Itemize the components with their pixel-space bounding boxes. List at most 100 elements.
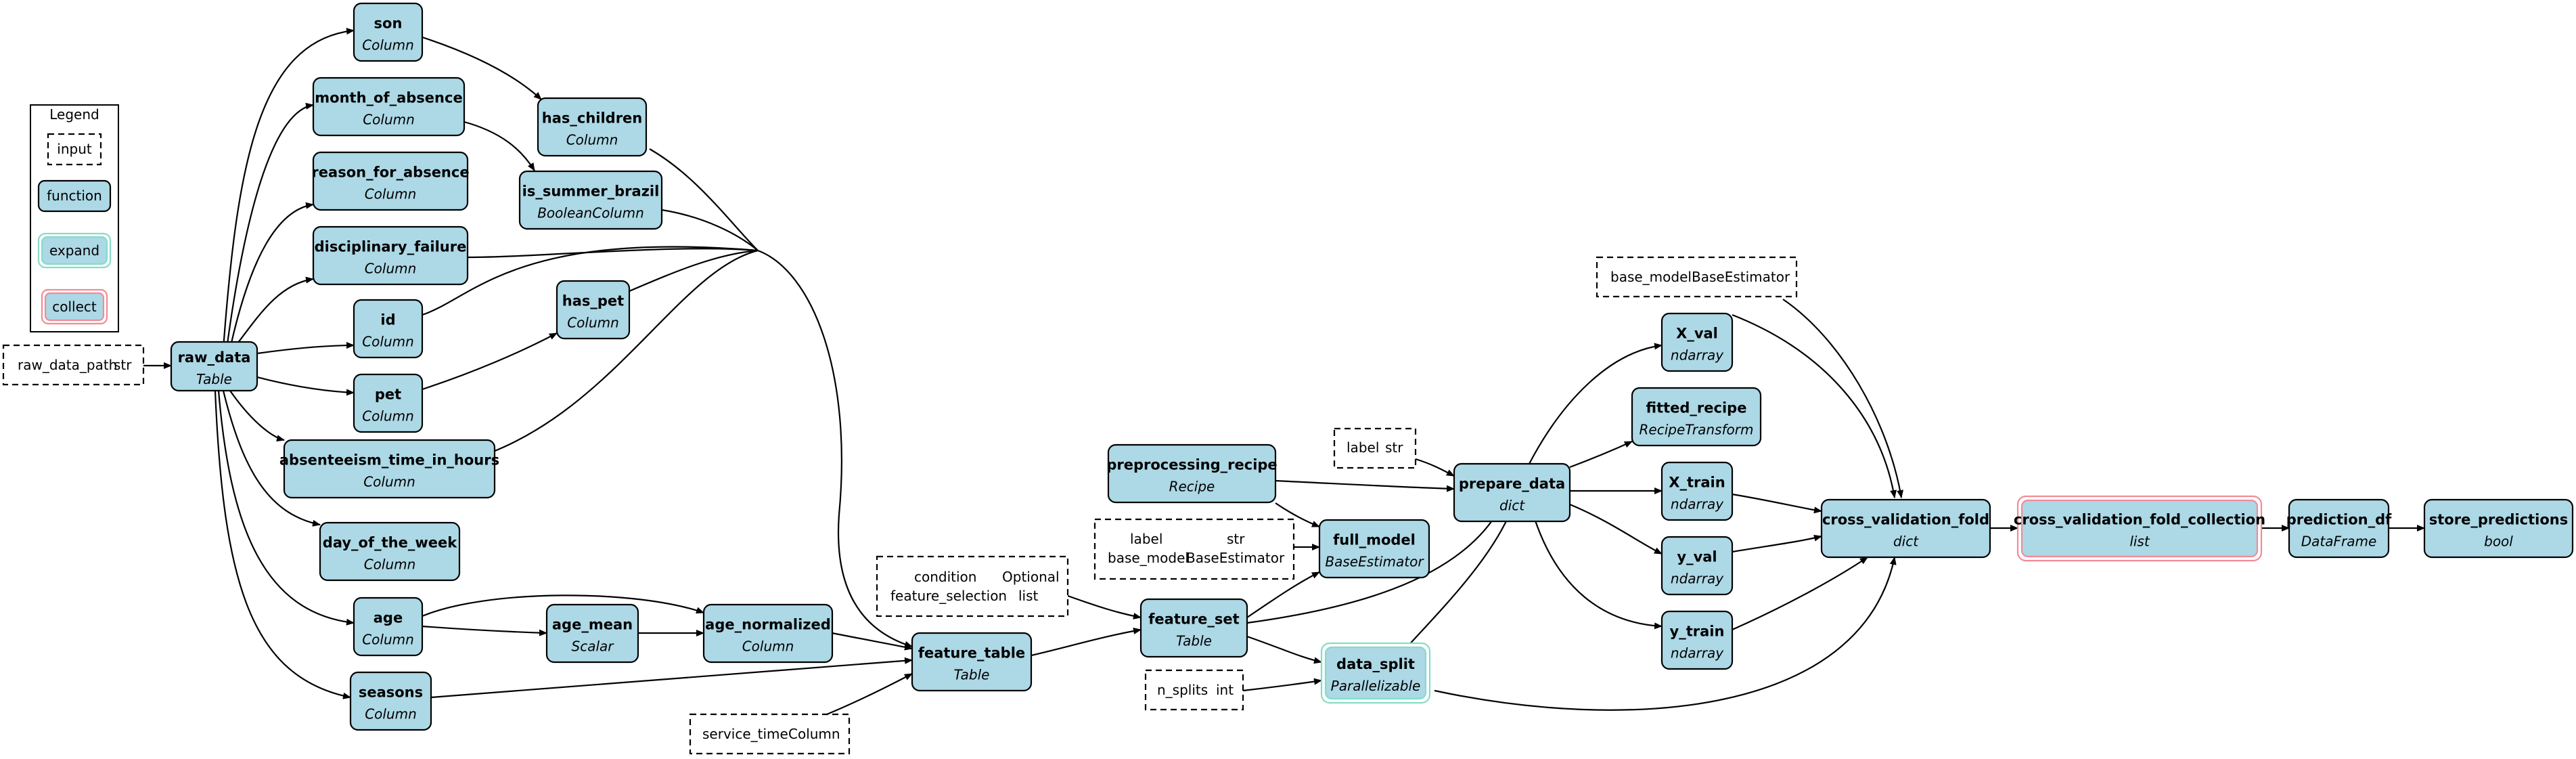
node-cross-validation-fold-collection-box — [2020, 499, 2259, 558]
input-feature-set-inputs: condition Optional feature_selection lis… — [876, 555, 1069, 617]
input-condition-type: Optional — [1002, 569, 1060, 585]
node-reason-for-absence-type: Column — [365, 186, 417, 202]
node-fitted-recipe-type: RecipeTransform — [1640, 422, 1754, 438]
input-full-model-inputs-box — [1093, 518, 1295, 580]
input-base-model-name: base_model — [1610, 269, 1692, 285]
edge-raw-data-to-day-of-the-week — [222, 390, 321, 527]
edge-raw-data-to-son — [222, 28, 355, 349]
node-prepare-data-name: prepare_data — [1459, 476, 1565, 492]
edge-y-val-to-cross-validation-fold — [1732, 534, 1822, 553]
node-prediction-df-type: DataFrame — [2301, 534, 2377, 550]
edge-raw-data-to-reason-for-absence — [229, 202, 314, 349]
edge-son-to-has-children — [422, 36, 542, 100]
node-son-name: son — [374, 16, 403, 32]
input-n-splits: n_splits int — [1144, 669, 1244, 711]
legend-expand-swatch — [41, 236, 108, 265]
edge-prepare-data-to-y-val — [1569, 503, 1663, 555]
node-cross-validation-fold-box — [1820, 498, 1991, 559]
input-raw-data-path: raw_data_path str — [2, 344, 145, 386]
input-base-model: base_model BaseEstimator — [1596, 256, 1798, 298]
node-age-normalized-name: age_normalized — [705, 617, 831, 633]
input-raw-data-path-box — [2, 344, 145, 386]
node-reason-for-absence-name: reason_for_absence — [311, 165, 469, 181]
input-service-time-type: Column — [788, 726, 840, 742]
legend-collect-swatch — [44, 292, 105, 322]
input-service-time-box — [689, 713, 851, 755]
node-pet-box — [353, 373, 424, 433]
edge-data-split-to-prepare-data — [1407, 512, 1512, 647]
input-label-box — [1333, 427, 1417, 469]
edge-age-to-age-normalized — [422, 594, 704, 617]
node-age-normalized-box — [702, 603, 834, 664]
node-age-normalized-type: Column — [742, 638, 794, 655]
node-y-train-name: y_train — [1670, 624, 1725, 640]
input-n-splits-box — [1144, 669, 1244, 711]
node-store-predictions-type: bool — [2484, 534, 2513, 550]
node-has-pet-type: Column — [567, 315, 619, 331]
edge-feature-set-to-prepare-data — [1246, 512, 1498, 624]
node-prediction-df-box — [2288, 498, 2390, 559]
input-base-model-box — [1596, 256, 1798, 298]
edge-raw-data-to-absenteeism — [229, 390, 285, 442]
node-cross-validation-fold-collection-type: list — [2129, 534, 2150, 550]
node-absenteeism-time-in-hours-box — [283, 439, 496, 499]
node-disciplinary-failure-box — [312, 225, 469, 286]
node-pet-type: Column — [362, 408, 414, 425]
legend: Legend input function expand collect — [30, 104, 119, 332]
edge-age-to-age-mean — [422, 625, 547, 636]
edge-has-children-to-feature-table — [649, 148, 759, 251]
edge-x-val-to-cross-validation-fold — [1732, 313, 1897, 498]
node-raw-data-name: raw_data — [178, 349, 251, 366]
node-son-box — [353, 2, 424, 62]
node-age-box — [353, 597, 424, 657]
node-id-type: Column — [362, 334, 414, 350]
node-absenteeism-time-in-hours-type: Column — [363, 474, 415, 490]
node-age-type: Column — [362, 632, 414, 648]
edge-feature-table-to-feature-set — [1031, 628, 1142, 657]
node-y-train-box — [1660, 610, 1734, 670]
edge-absenteeism-to-feature-table — [467, 249, 759, 462]
input-raw-data-path-type: str — [114, 357, 132, 373]
node-full-model-name: full_model — [1333, 532, 1416, 548]
node-feature-set-box — [1139, 598, 1248, 658]
input-base-model-type: BaseEstimator — [1692, 269, 1790, 285]
input-label-row-type: str — [1227, 531, 1245, 547]
edge-raw-data-to-disciplinary-failure — [233, 276, 314, 349]
node-has-pet-box — [556, 280, 631, 340]
legend-input-swatch — [47, 133, 102, 166]
edge-n-splits-to-data-split — [1242, 678, 1322, 692]
edge-feature-set-to-data-split — [1246, 635, 1322, 664]
edges — [143, 28, 2425, 716]
input-label-type: str — [1385, 439, 1403, 456]
edge-x-train-to-cross-validation-fold — [1732, 493, 1822, 514]
node-cross-validation-fold-collection-name: cross_validation_fold_collection — [2014, 512, 2265, 528]
edge-prepare-data-to-x-val — [1529, 343, 1663, 464]
input-base-model-row-type: BaseEstimator — [1186, 550, 1285, 566]
edge-raw-data-to-id — [256, 342, 355, 355]
node-feature-table-box — [911, 632, 1033, 692]
node-prediction-df-name: prediction_df — [2286, 512, 2392, 528]
input-label: label str — [1333, 427, 1417, 469]
input-label-name: label — [1347, 439, 1379, 456]
node-day-of-the-week-box — [319, 521, 461, 582]
edge-label-to-prepare-data — [1415, 458, 1455, 477]
node-x-train-type: ndarray — [1671, 496, 1724, 513]
node-full-model-box — [1318, 519, 1430, 579]
